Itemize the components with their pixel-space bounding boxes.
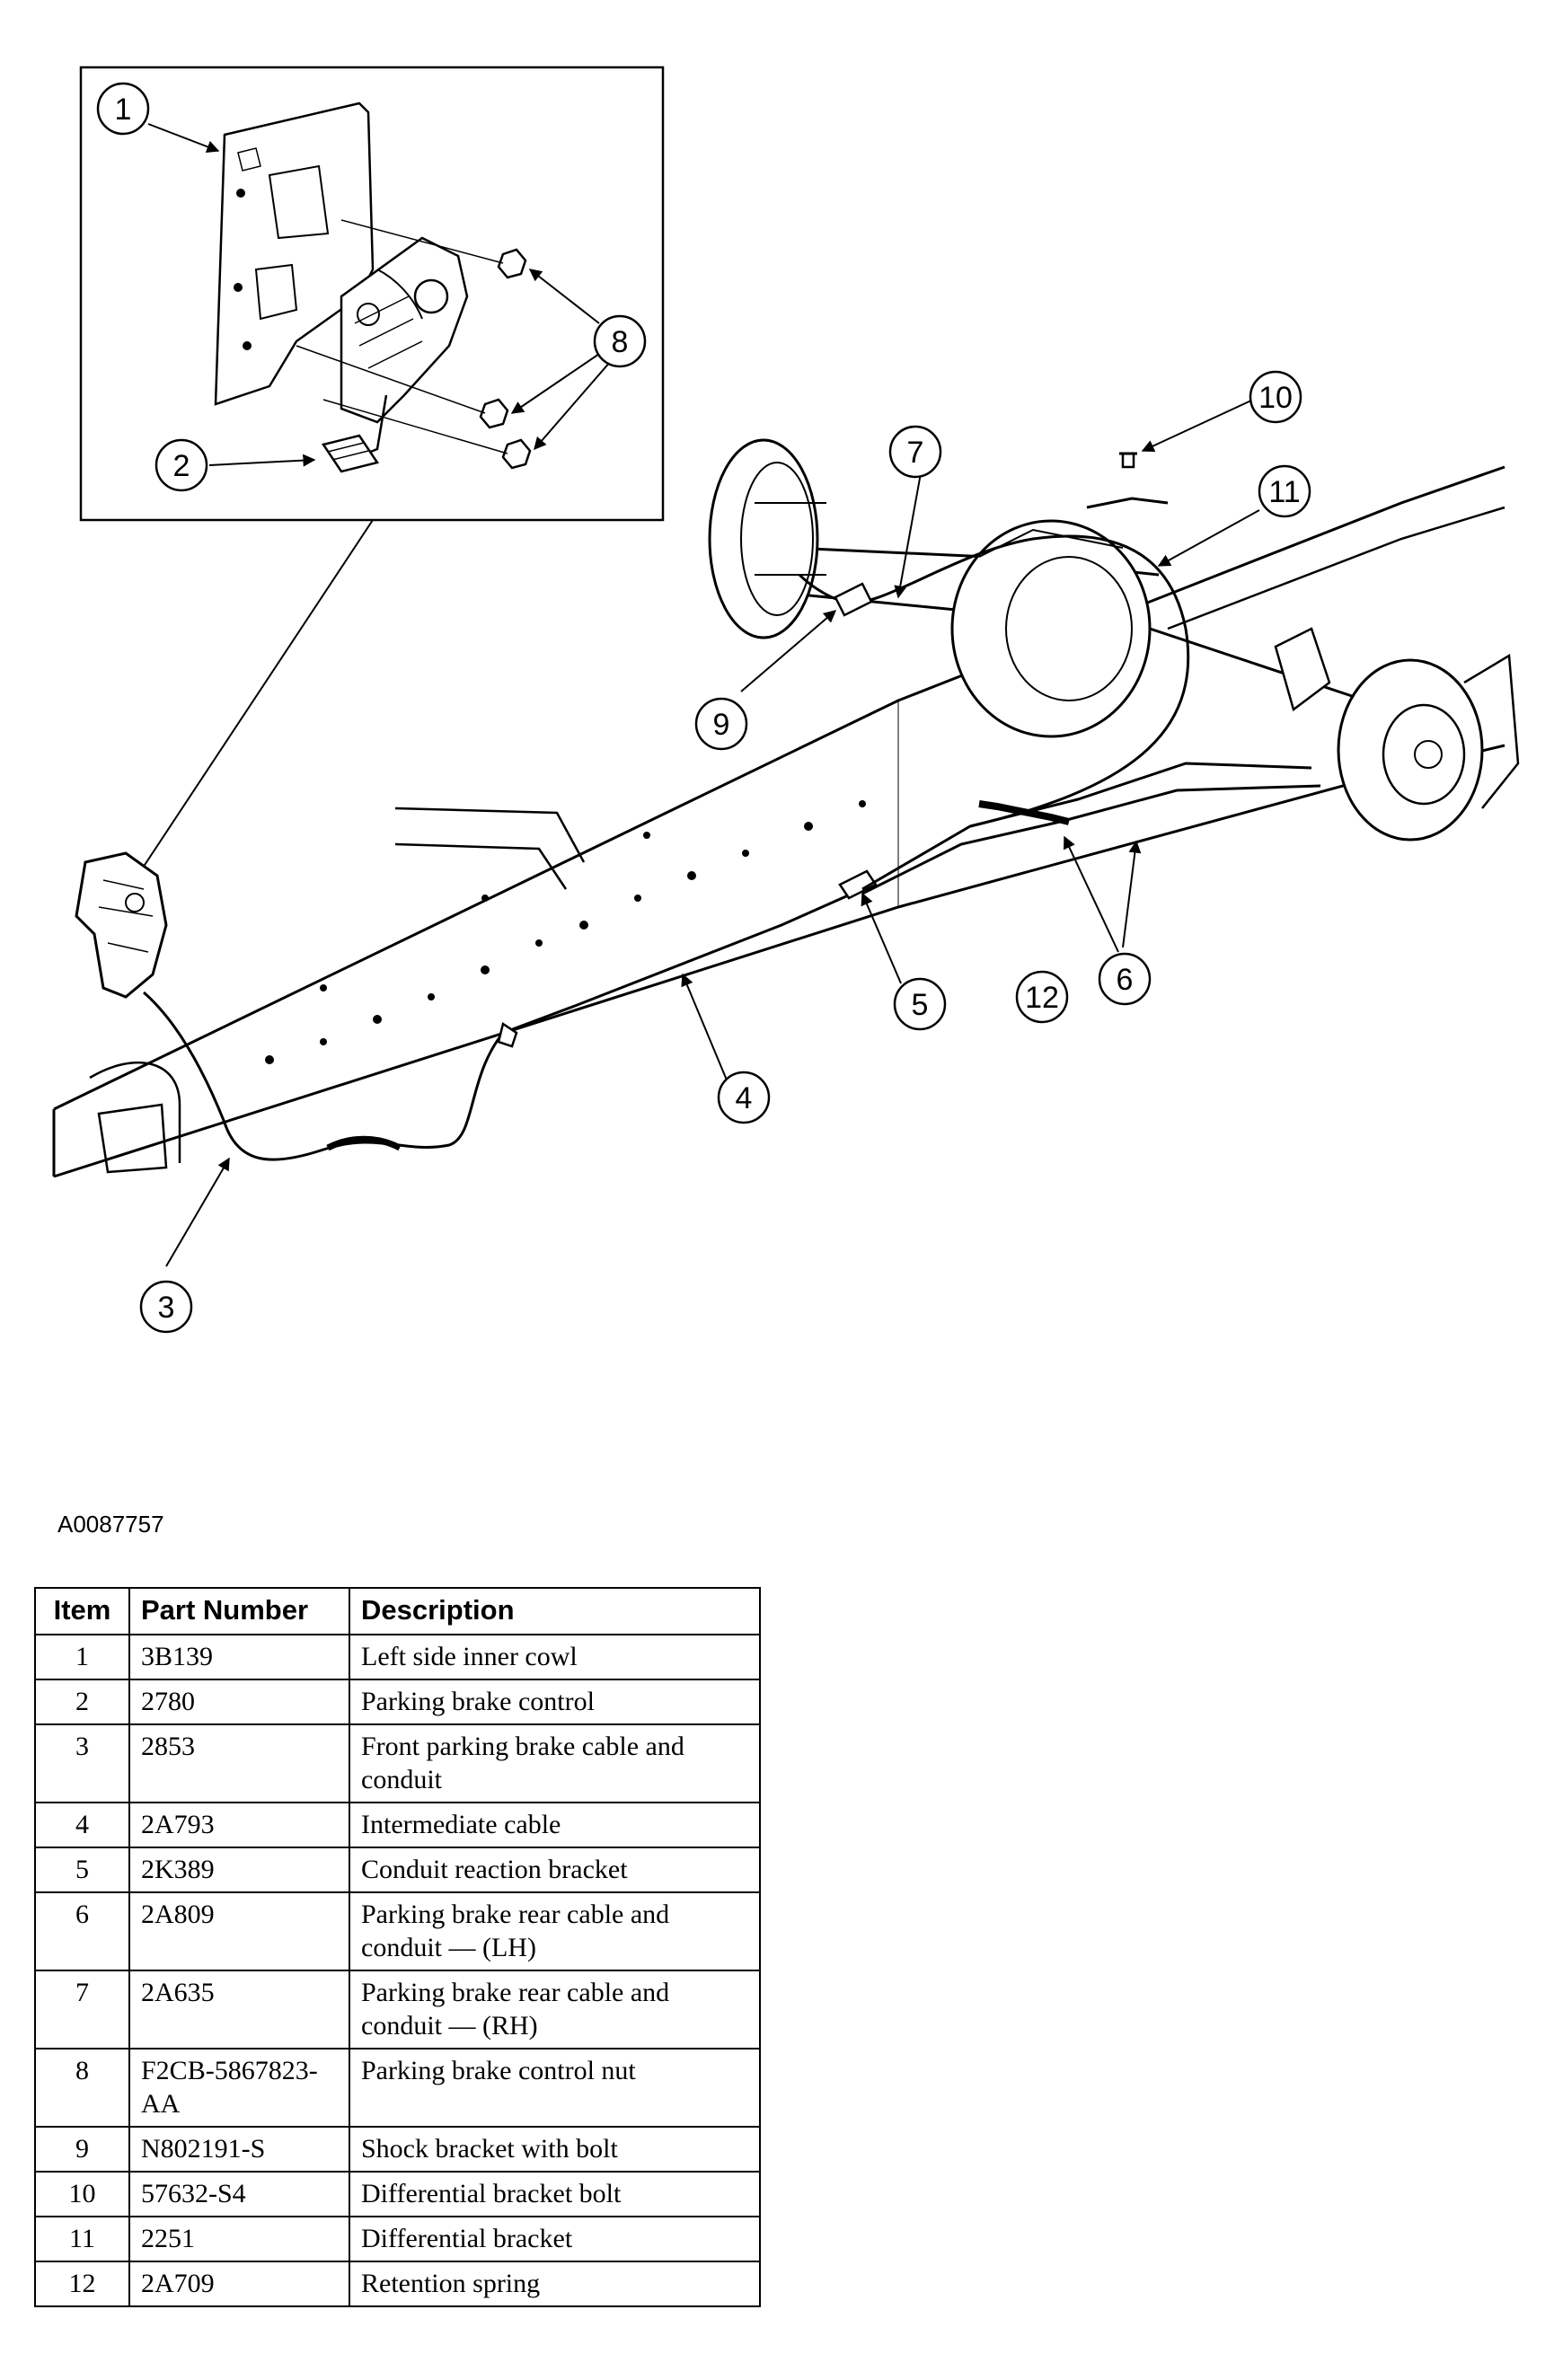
callout-5: 5: [893, 977, 947, 1031]
item-cell: 9: [34, 2126, 130, 2173]
item-cell: 1: [34, 1634, 130, 1680]
left-brake-drum-shape: [708, 438, 819, 639]
svg-text:6: 6: [1117, 963, 1134, 997]
item-cell: 5: [34, 1847, 130, 1893]
pedal-pad-shape: [321, 434, 380, 473]
table-row: 5 2K389 Conduit reaction bracket: [34, 1847, 761, 1893]
svg-text:10: 10: [1258, 381, 1293, 415]
chassis-illustration: [52, 438, 1520, 1178]
table-row: 12 2A709 Retention spring: [34, 2261, 761, 2307]
item-cell: 10: [34, 2171, 130, 2217]
svg-text:3: 3: [158, 1291, 175, 1325]
header-part-number: Part Number: [128, 1587, 350, 1635]
svg-text:7: 7: [907, 436, 924, 470]
parts-table: Item Part Number Description 1 3B139 Lef…: [34, 1587, 761, 2307]
svg-text:1: 1: [115, 93, 132, 127]
description-cell: Parking brake rear cable and conduit — (…: [349, 1891, 761, 1971]
item-cell: 4: [34, 1802, 130, 1848]
parking-brake-control-shape: [75, 851, 168, 999]
part-number-cell: 57632-S4: [128, 2171, 350, 2217]
callout-12: 12: [1015, 970, 1069, 1024]
item-cell: 6: [34, 1891, 130, 1971]
svg-text:4: 4: [736, 1081, 753, 1115]
description-cell: Left side inner cowl: [349, 1634, 761, 1680]
frame-rail-bottom: [53, 744, 1505, 1178]
table-row: 4 2A793 Intermediate cable: [34, 1802, 761, 1848]
description-cell: Retention spring: [349, 2261, 761, 2307]
description-cell: Shock bracket with bolt: [349, 2126, 761, 2173]
description-cell: Front parking brake cable and conduit: [349, 1723, 761, 1803]
table-row: 3 2853 Front parking brake cable and con…: [34, 1723, 761, 1803]
callouts: 1 2 3 4 5 6 7 8: [96, 82, 1311, 1334]
part-number-cell: N802191-S: [128, 2126, 350, 2173]
front-cable-shape: [143, 991, 505, 1161]
callout-4: 4: [717, 1071, 771, 1124]
table-row: 11 2251 Differential bracket: [34, 2216, 761, 2262]
svg-text:9: 9: [713, 708, 730, 742]
callout-6: 6: [1098, 952, 1152, 1006]
item-cell: 7: [34, 1970, 130, 2049]
rear-cable-lh-shape: [861, 762, 1312, 891]
item-cell: 12: [34, 2261, 130, 2307]
callout-11: 11: [1258, 464, 1311, 518]
inset-detail: [79, 66, 665, 522]
item-cell: 11: [34, 2216, 130, 2262]
table-row: 9 N802191-S Shock bracket with bolt: [34, 2126, 761, 2173]
cowl-panel-shape: [214, 101, 375, 406]
table-row: 7 2A635 Parking brake rear cable and con…: [34, 1970, 761, 2049]
part-number-cell: 2A709: [128, 2261, 350, 2307]
item-cell: 3: [34, 1723, 130, 1803]
table-row: 6 2A809 Parking brake rear cable and con…: [34, 1891, 761, 1971]
callout-8: 8: [593, 314, 647, 368]
item-cell: 2: [34, 1679, 130, 1725]
part-number-cell: 2780: [128, 1679, 350, 1725]
right-brake-rotor-shape: [1337, 658, 1484, 842]
callout-3: 3: [139, 1280, 193, 1334]
table-row: 8 F2CB-5867823-AA Parking brake control …: [34, 2048, 761, 2128]
svg-text:11: 11: [1268, 475, 1300, 509]
differential-shape: [950, 519, 1152, 738]
item-cell: 8: [34, 2048, 130, 2128]
header-item: Item: [34, 1587, 130, 1635]
table-row: 1 3B139 Left side inner cowl: [34, 1634, 761, 1680]
callout-9: 9: [694, 697, 748, 751]
part-number-cell: 2A809: [128, 1891, 350, 1971]
description-cell: Parking brake control: [349, 1679, 761, 1725]
description-cell: Parking brake rear cable and conduit — (…: [349, 1970, 761, 2049]
svg-text:12: 12: [1025, 981, 1059, 1015]
description-cell: Intermediate cable: [349, 1802, 761, 1848]
parking-brake-diagram: 1 2 3 4 5 6 7 8: [52, 66, 1520, 1334]
part-number-cell: 2A635: [128, 1970, 350, 2049]
nut-shapes: [479, 248, 532, 470]
rear-cable-rh-shape: [843, 534, 1190, 828]
svg-text:5: 5: [912, 988, 929, 1022]
part-number-cell: 2K389: [128, 1847, 350, 1893]
part-number-cell: F2CB-5867823-AA: [128, 2048, 350, 2128]
header-description: Description: [349, 1587, 761, 1635]
svg-text:2: 2: [173, 449, 190, 483]
part-number-cell: 2251: [128, 2216, 350, 2262]
table-row: 10 57632-S4 Differential bracket bolt: [34, 2171, 761, 2217]
description-cell: Conduit reaction bracket: [349, 1847, 761, 1893]
intermediate-cable-shape: [502, 887, 863, 1035]
frame-rail-top: [53, 465, 1505, 1111]
description-cell: Parking brake control nut: [349, 2048, 761, 2128]
figure-id: A0087757: [57, 1511, 164, 1538]
callout-2: 2: [155, 438, 208, 492]
table-row: 2 2780 Parking brake control: [34, 1679, 761, 1725]
callout-10: 10: [1249, 370, 1302, 424]
part-number-cell: 2853: [128, 1723, 350, 1803]
part-number-cell: 3B139: [128, 1634, 350, 1680]
leader-lines: [165, 399, 1260, 1267]
description-cell: Differential bracket: [349, 2216, 761, 2262]
svg-text:8: 8: [612, 325, 629, 359]
callout-7: 7: [888, 425, 942, 479]
part-number-cell: 2A793: [128, 1802, 350, 1848]
table-header-row: Item Part Number Description: [34, 1587, 761, 1635]
callout-1: 1: [96, 82, 150, 136]
description-cell: Differential bracket bolt: [349, 2171, 761, 2217]
